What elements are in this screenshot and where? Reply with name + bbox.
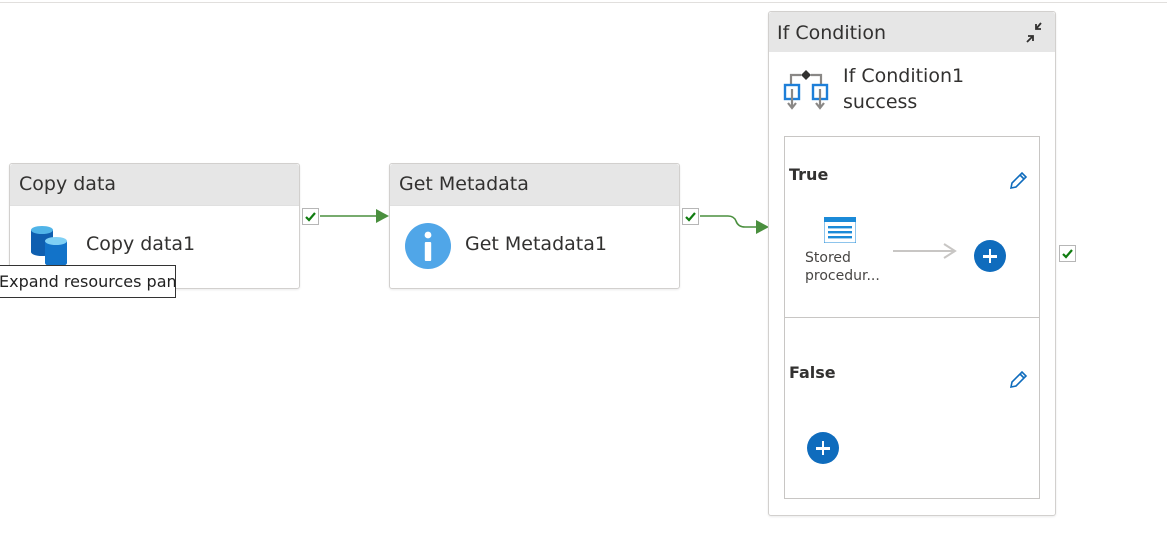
if-condition-title: If Condition: [777, 22, 886, 44]
stored-procedure-activity[interactable]: Stored procedur...: [795, 217, 885, 289]
stored-procedure-label-line2: procedur...: [805, 268, 880, 284]
add-activity-false-button[interactable]: [807, 432, 839, 464]
branch-arrow-icon: [893, 243, 957, 259]
collapse-icon[interactable]: [1024, 20, 1050, 46]
if-condition-name: If Condition1: [843, 65, 965, 87]
if-condition-header: If Condition: [769, 12, 1055, 52]
if-condition-activity[interactable]: If Condition If Condition1 success True: [768, 11, 1056, 516]
if-condition-status: success: [843, 91, 918, 113]
get-metadata-activity[interactable]: Get Metadata Get Metadata1: [389, 163, 680, 289]
true-branch-label: True: [789, 165, 829, 184]
if-condition-success-output[interactable]: [1059, 245, 1076, 262]
copy-data-name: Copy data1: [86, 233, 196, 255]
get-metadata-header: Get Metadata: [390, 164, 679, 206]
database-icon: [31, 226, 67, 267]
edit-false-branch-icon[interactable]: [1007, 369, 1029, 391]
stored-procedure-label-line1: Stored: [805, 250, 851, 266]
expand-resources-tooltip: Expand resources pane: [0, 265, 176, 298]
get-metadata-success-output[interactable]: [682, 208, 699, 225]
edit-true-branch-icon[interactable]: [1007, 170, 1029, 192]
check-icon: [1062, 249, 1073, 259]
true-branch: True Stored procedur...: [784, 136, 1040, 319]
false-branch: False: [784, 317, 1040, 499]
top-divider: [0, 2, 1167, 3]
copy-data-header: Copy data: [10, 164, 299, 206]
add-activity-true-button[interactable]: [974, 240, 1006, 272]
check-icon: [305, 212, 316, 222]
copy-data-success-output[interactable]: [302, 208, 319, 225]
info-icon: [405, 223, 451, 269]
get-metadata-name: Get Metadata1: [465, 233, 607, 255]
false-branch-label: False: [789, 363, 836, 382]
check-icon: [685, 212, 696, 222]
stored-procedure-icon: [824, 217, 856, 243]
if-condition-icon: [783, 70, 829, 110]
